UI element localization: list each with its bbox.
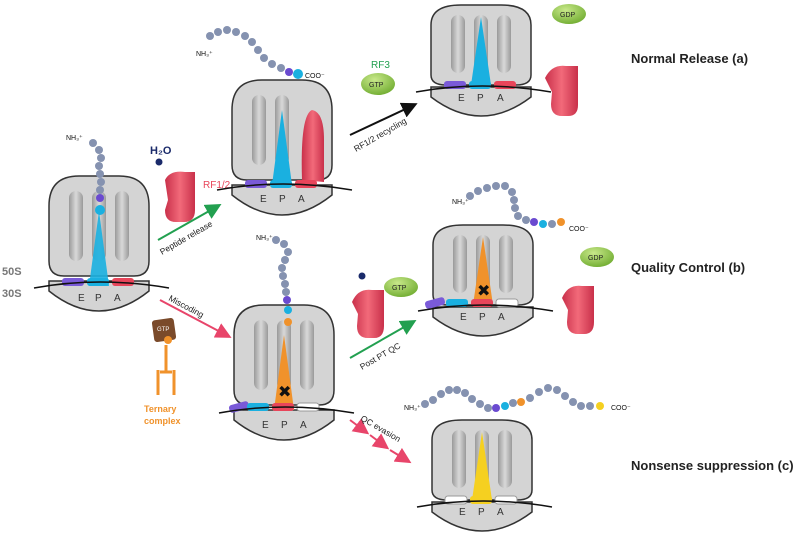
site-label-a: A — [114, 293, 121, 304]
site-label-p: P — [479, 312, 486, 323]
outcome-nonsense-suppression: Nonsense suppression (c) — [631, 458, 794, 473]
site-label-e: E — [460, 312, 467, 323]
site-label-p: P — [478, 507, 485, 518]
outcome-normal-release: Normal Release (a) — [631, 51, 748, 66]
nh3-label-miscoded: NH₃⁺ — [256, 234, 273, 242]
gtp-shape-qc — [384, 277, 418, 297]
ribosome-nonsense — [416, 419, 553, 532]
ternary-label-1: Ternary — [144, 404, 176, 414]
release-factor-shape — [165, 171, 195, 222]
ribosome-normal — [415, 4, 552, 117]
gdp-label-mid: GDP — [588, 255, 604, 262]
water-label: H₂O — [150, 145, 172, 157]
site-label-a: A — [497, 93, 504, 104]
coo-label-qc: COO⁻ — [569, 226, 589, 233]
arrow-label-qc-evasion: QC evasion — [359, 413, 403, 444]
release-factor-qc — [352, 289, 384, 338]
rf3-gtp-label: GTP — [369, 82, 384, 89]
peptide-chain-miscoded — [272, 236, 292, 326]
nh3-label-released: NH₃⁺ — [196, 50, 213, 58]
site-label-a: A — [298, 194, 305, 205]
site-label-p: P — [477, 93, 484, 104]
ternary-label-2: complex — [144, 416, 181, 426]
rf3-gtp-shape — [361, 73, 395, 95]
site-label-p: P — [279, 194, 286, 205]
site-label-e: E — [78, 293, 85, 304]
site-label-a: A — [300, 420, 307, 431]
water-molecule — [155, 158, 163, 166]
label-30s: 30S — [2, 288, 22, 300]
site-label-a: A — [497, 507, 504, 518]
site-label-e: E — [458, 93, 465, 104]
ternary-trna-shape — [156, 345, 176, 395]
rf3-label: RF3 — [371, 60, 390, 71]
svg-text:✖: ✖ — [278, 382, 291, 401]
ternary-gtp-label: GTP — [157, 327, 169, 333]
gdp-shape-mid — [580, 247, 614, 267]
gtp-label-qc: GTP — [392, 285, 407, 292]
label-50s: 50S — [2, 266, 22, 278]
ternary-aa-dot — [164, 336, 172, 344]
ternary-gtp-shape — [151, 317, 177, 343]
arrow-recycling — [349, 102, 418, 136]
coo-label-released: COO⁻ — [305, 73, 325, 80]
gdp-shape-top — [552, 4, 586, 24]
nh3-label-nonsense: NH₃⁺ — [404, 404, 421, 412]
arrow-qc-evasion-3 — [389, 447, 412, 464]
peptide-chain-qc — [466, 182, 565, 228]
ribosome-miscoded: ✖ — [218, 304, 355, 441]
svg-text:✖: ✖ — [477, 281, 490, 300]
site-label-e: E — [459, 507, 466, 518]
gdp-label-top: GDP — [560, 12, 576, 19]
outcome-quality-control: Quality Control (b) — [631, 260, 745, 275]
site-label-p: P — [281, 420, 288, 431]
rf12-label: RF1/2 — [203, 180, 231, 191]
ribosome-quality-control: ✖ — [417, 224, 554, 337]
peptide-chain-initial — [89, 139, 105, 215]
ribosome-release — [216, 79, 353, 216]
site-label-e: E — [260, 194, 267, 205]
peptide-chain-released — [206, 26, 303, 79]
release-factor-free-top — [545, 65, 578, 116]
site-label-p: P — [95, 293, 102, 304]
coo-label-nonsense: COO⁻ — [611, 405, 631, 412]
nh3-label: NH₃⁺ — [66, 134, 83, 142]
site-label-a: A — [498, 312, 505, 323]
nh3-label-qc: NH₃⁺ — [452, 198, 469, 206]
release-factor-free-mid — [562, 285, 594, 334]
arrow-qc-evasion-1 — [349, 418, 370, 435]
arrow-qc-evasion-2 — [369, 433, 390, 450]
arrow-miscoding — [159, 299, 232, 338]
water-molecule-qc — [358, 272, 366, 280]
arrow-peptide-release — [157, 204, 222, 241]
arrow-post-pt-qc — [349, 320, 417, 359]
site-label-e: E — [262, 420, 269, 431]
arrow-label-post-pt-qc: Post PT QC — [358, 340, 402, 371]
peptide-chain-nonsense — [421, 384, 604, 412]
